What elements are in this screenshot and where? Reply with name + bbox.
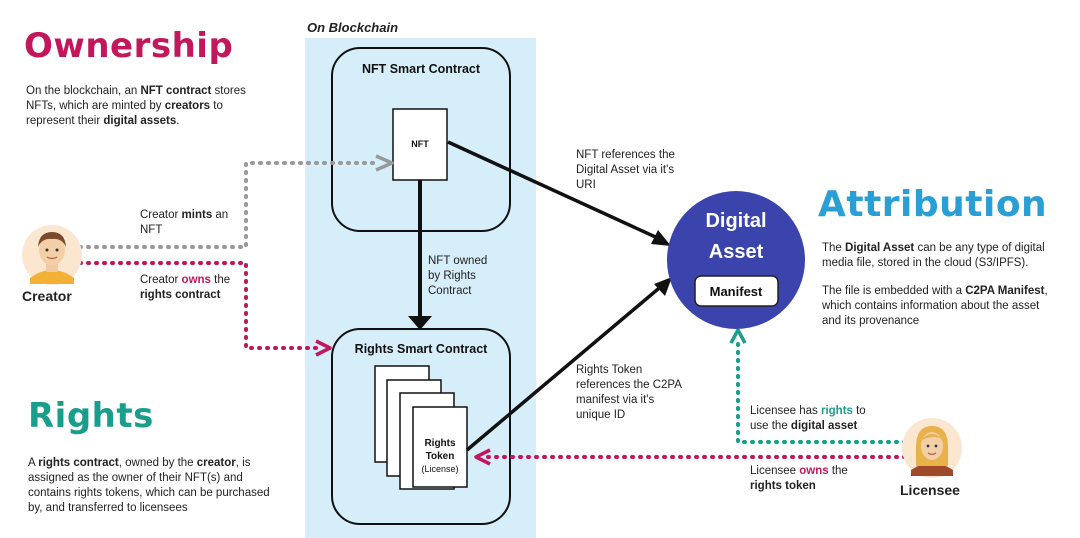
rights-token-label-1: Rights: [424, 438, 456, 449]
attribution-title: Attribution: [818, 184, 1048, 225]
licensee-owns-label: Licensee owns the rights token: [750, 465, 848, 492]
nft-card-label: NFT: [411, 139, 429, 149]
nft-references-label: NFT references the Digital Asset via it'…: [576, 149, 675, 191]
licensee-rights-line: [736, 338, 907, 444]
nft-smart-contract-title: NFT Smart Contract: [362, 62, 481, 76]
attribution-description: The Digital Asset can be any type of dig…: [822, 242, 1048, 327]
licensee-rights-label: Licensee has rights to use the digital a…: [750, 405, 866, 432]
creator-mints-line: [78, 161, 380, 249]
nft-to-rights-arrowhead: [408, 316, 432, 330]
rights-token-label-2: Token: [426, 451, 455, 462]
rights-token-label-3: (License): [421, 464, 458, 474]
licensee-rights-arrowhead: [729, 328, 747, 344]
rights-title: Rights: [28, 396, 154, 436]
creator-owns-line: [78, 261, 318, 350]
creator-name: Creator: [22, 288, 72, 304]
ownership-description: On the blockchain, an NFT contract store…: [26, 85, 246, 127]
rights-smart-contract-title: Rights Smart Contract: [355, 342, 488, 356]
manifest-box: [694, 275, 779, 307]
nft-references-asset-arrowhead: [651, 230, 671, 246]
creator-mints-label: Creator mints an NFT: [140, 209, 229, 236]
digital-asset-label-2: Asset: [709, 241, 764, 263]
token-references-manifest-arrowhead: [654, 277, 672, 296]
digital-asset-label-1: Digital: [705, 210, 766, 232]
creator-avatar: [22, 225, 82, 285]
creator-owns-label: Creator owns the rights contract: [140, 274, 231, 301]
manifest-label: Manifest: [710, 284, 763, 299]
creator-owns-arrowhead: [315, 339, 332, 357]
token-references-manifest-arrow: [465, 282, 666, 452]
rights-token-card: [412, 406, 468, 488]
nft-owned-label: NFT owned by Rights Contract: [428, 255, 488, 297]
rights-description: A rights contract, owned by the creator,…: [28, 457, 270, 514]
ownership-title: Ownership: [24, 26, 234, 66]
nft-references-asset-arrow: [447, 140, 663, 242]
rights-token-references-label: Rights Token references the C2PA manifes…: [576, 364, 682, 421]
creator-mints-arrowhead: [375, 154, 394, 172]
blockchain-label: On Blockchain: [307, 20, 399, 35]
licensee-owns-arrowhead: [474, 448, 491, 466]
rights-smart-contract-box: [331, 328, 511, 525]
licensee-name: Licensee: [900, 482, 960, 498]
licensee-avatar: [902, 418, 962, 478]
